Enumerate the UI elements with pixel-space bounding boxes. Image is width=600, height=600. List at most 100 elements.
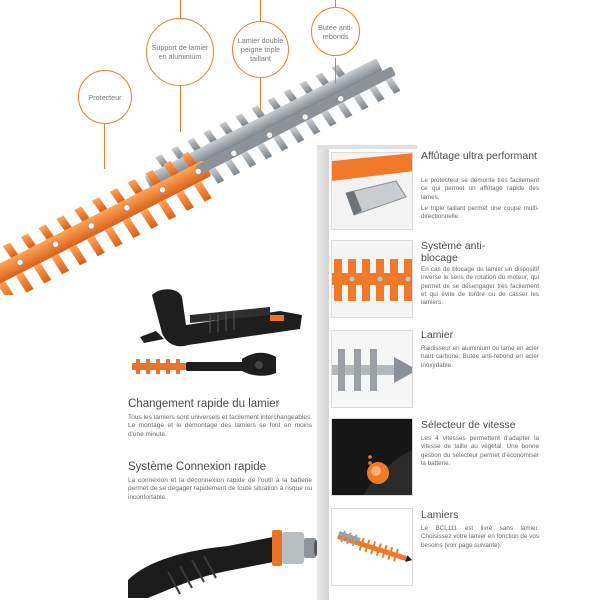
feature-selecteur-p1: Les 4 vitesses permettent d'adapter la v… (421, 435, 539, 467)
callout-line-support-2 (180, 84, 182, 132)
hedge-trimmer-blade-illustration (0, 58, 400, 295)
blade-tooth (15, 272, 34, 293)
blade-tooth (158, 199, 177, 220)
callout-lamier-text: Lamier double peigne triple taillant (237, 36, 284, 63)
blade-rivet (337, 95, 344, 103)
blade-tooth (51, 253, 70, 275)
blade-tooth (69, 244, 88, 266)
blade-rivet (52, 240, 59, 248)
blade-tooth (86, 235, 105, 257)
blade-tooth (208, 167, 225, 184)
blade-rivet (301, 113, 309, 121)
blade-tooth (299, 80, 313, 94)
feature-title-lamier: Lamier (421, 329, 454, 341)
feature-image-lamiers (331, 508, 413, 586)
blade-tooth (122, 217, 141, 239)
blade-tooth (385, 77, 400, 94)
blade-tooth (331, 64, 346, 78)
callout-butee: Butée anti-rebonds (311, 7, 360, 56)
feature-body-anti-blocage: En cas de blocage du lamier un dispositi… (421, 266, 539, 310)
blade-tooth (56, 215, 72, 231)
trimmer-head-illustration (132, 289, 302, 376)
blade-tooth (187, 137, 201, 151)
feature-title-affutage: Affûtage ultra performant (421, 150, 537, 162)
blade-tooth (273, 134, 289, 152)
grey-panel-top-edge (317, 145, 417, 149)
blade-tooth (91, 197, 108, 213)
blade-tooth (193, 181, 212, 202)
blade-tooth (289, 126, 305, 143)
blade-tooth (369, 85, 385, 103)
feature-image-selecteur (331, 418, 413, 496)
blade-tooth (321, 110, 337, 127)
feature-title-lamiers: Lamiers (421, 509, 459, 521)
blade-rivet (123, 204, 131, 212)
feature-body-lamiers: Le BCL111 est livré sans lamier. Choisis… (421, 525, 539, 553)
blade-tooth (224, 159, 241, 176)
blade-rivet (230, 150, 238, 157)
blade-tooth (163, 160, 179, 177)
feature-anti-blocage-p1: En cas de blocage du lamier un dispositi… (421, 266, 539, 307)
feature-image-affutage (331, 152, 413, 230)
blade-rivet (194, 168, 202, 175)
blade-tooth (240, 150, 257, 168)
blade-tooth (140, 208, 159, 230)
quick-connector-illustration (128, 530, 318, 598)
feature-lamier-p1: Raidisseur en aluminium ou lame en acier… (421, 345, 539, 369)
callout-line-protecteur (104, 123, 106, 169)
callout-lamier: Lamier double peigne triple taillant (232, 21, 289, 78)
callout-line-lamier (260, 0, 262, 22)
feature-image-lamier (331, 330, 413, 408)
callout-line-lamier-2 (260, 76, 262, 112)
feature-lamiers-p1: Le BCL111 est livré sans lamier. Choisis… (421, 525, 539, 549)
feature-title-anti-blocage: Système anti-blocage (421, 240, 486, 264)
feature-image-anti-blocage (331, 240, 413, 318)
blade-tooth (145, 169, 161, 186)
blade-tooth (219, 121, 233, 135)
blade-tooth (283, 88, 297, 102)
blade-tooth (175, 190, 194, 211)
feature-affutage-p2: Le triple taillant permet une coupe mult… (421, 204, 539, 221)
section-title-connexion: Système Connexion rapide (128, 461, 267, 473)
blade-tooth (2, 242, 19, 258)
blade-tooth (305, 118, 321, 135)
blade-tooth (251, 105, 265, 119)
section-body-connexion: La connexion et la déconnexion rapide de… (128, 477, 312, 501)
blade-tooth (0, 281, 16, 295)
blade-tooth (171, 146, 185, 160)
callout-protecteur-text: Protecteur (88, 92, 122, 102)
feature-title-selecteur: Sélecteur de vitesse (421, 419, 516, 431)
section-title-changement: Changement rapide du lamier (128, 398, 280, 410)
blade-tooth (267, 97, 281, 111)
blade-rivet (16, 258, 24, 266)
blade-tooth (74, 206, 90, 222)
blade-tooth (337, 101, 353, 119)
blade-tooth (203, 129, 217, 143)
feature-body-selecteur: Les 4 vitesses permettent d'adapter la v… (421, 435, 539, 471)
blade-tooth (235, 113, 249, 127)
callout-line-butee-2 (335, 58, 337, 84)
blade-rivet (266, 131, 273, 139)
section-body-changement: Tous les lamiers sont universels et faci… (128, 414, 312, 438)
blade-tooth (127, 179, 143, 195)
blade-tooth (109, 188, 126, 204)
blade-tooth (353, 93, 369, 111)
blade-tooth (315, 72, 329, 86)
blade-tooth (257, 142, 273, 160)
grey-side-panel (317, 145, 329, 600)
blade-tooth (181, 151, 197, 168)
feature-body-lamier: Raidisseur en aluminium ou lame en acier… (421, 345, 539, 373)
blade-rivet (159, 186, 166, 193)
blade-rivet (88, 222, 95, 230)
callout-line-support (180, 0, 182, 20)
callout-butee-text: Butée anti-rebonds (318, 22, 353, 41)
blade-tooth (33, 262, 52, 284)
callout-support: Support de lamier en aluminium (146, 18, 214, 86)
blade-tooth (20, 233, 36, 249)
callout-line-butee (335, 0, 337, 8)
callout-support-text: Support de lamier en aluminium (151, 43, 209, 61)
feature-body-affutage: Le protecteur se démonte très facilement… (421, 177, 539, 224)
blade-tooth (38, 224, 54, 240)
blade-tooth (104, 226, 123, 248)
callout-protecteur: Protecteur (78, 70, 132, 124)
